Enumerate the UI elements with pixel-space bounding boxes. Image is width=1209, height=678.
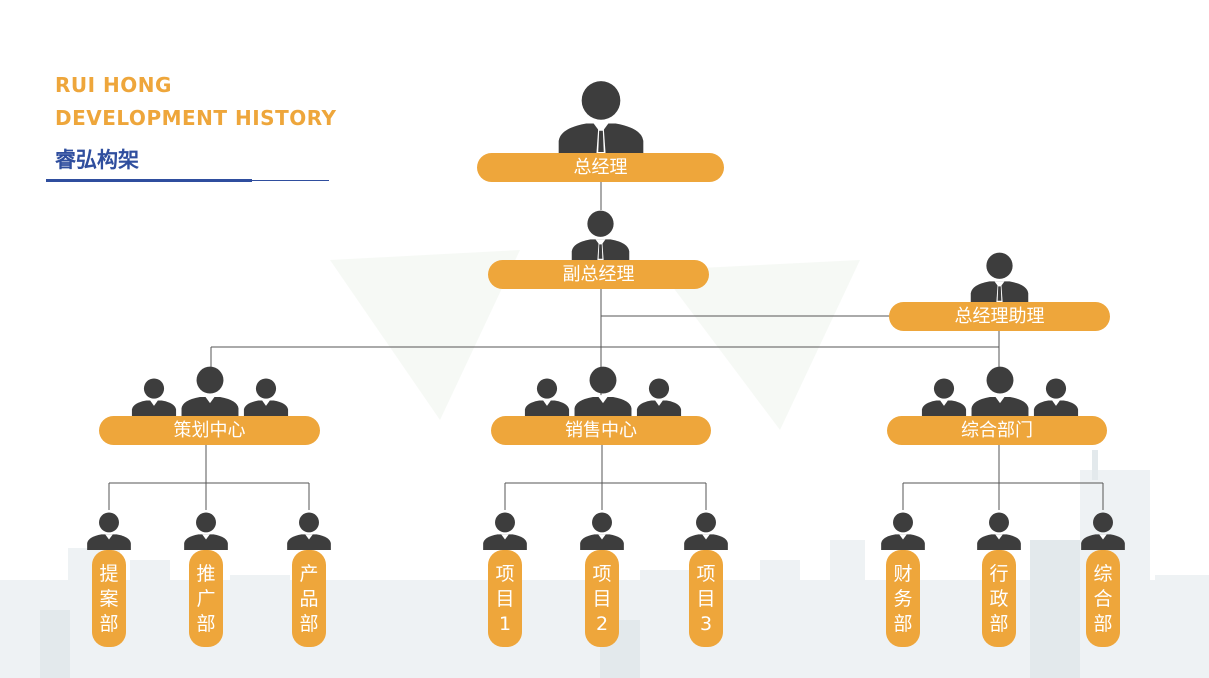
person-icon [571,210,630,260]
center-sales-box: 销售中心 [491,416,711,445]
person-icon [970,252,1029,302]
gm-assistant-box: 总经理助理 [889,302,1110,331]
person-icon [580,512,624,550]
person-icon [483,512,527,550]
person-icon [977,512,1021,550]
person-icon [87,512,131,550]
header-line-1: RUI HONG [55,73,172,97]
unit-product: 产品部 [292,550,326,647]
unit-general: 综合部 [1086,550,1120,647]
gm-box: 总经理 [477,153,724,182]
center-general-box: 综合部门 [887,416,1107,445]
deputy-gm-box: 副总经理 [488,260,709,289]
title-underline [46,179,252,182]
title-underline-thin [252,180,329,181]
group-icon [524,366,682,418]
unit-finance: 财务部 [886,550,920,647]
person-icon [287,512,331,550]
unit-proposal: 提案部 [92,550,126,647]
group-icon [921,366,1079,418]
header-line-2: DEVELOPMENT HISTORY [55,106,337,130]
center-planning-box: 策划中心 [99,416,320,445]
page-title: 睿弘构架 [55,148,139,172]
group-icon [131,366,289,418]
person-icon [1081,512,1125,550]
unit-admin: 行政部 [982,550,1016,647]
person-icon [684,512,728,550]
person-icon [881,512,925,550]
person-icon [558,81,644,154]
person-icon [184,512,228,550]
unit-promotion: 推广部 [189,550,223,647]
